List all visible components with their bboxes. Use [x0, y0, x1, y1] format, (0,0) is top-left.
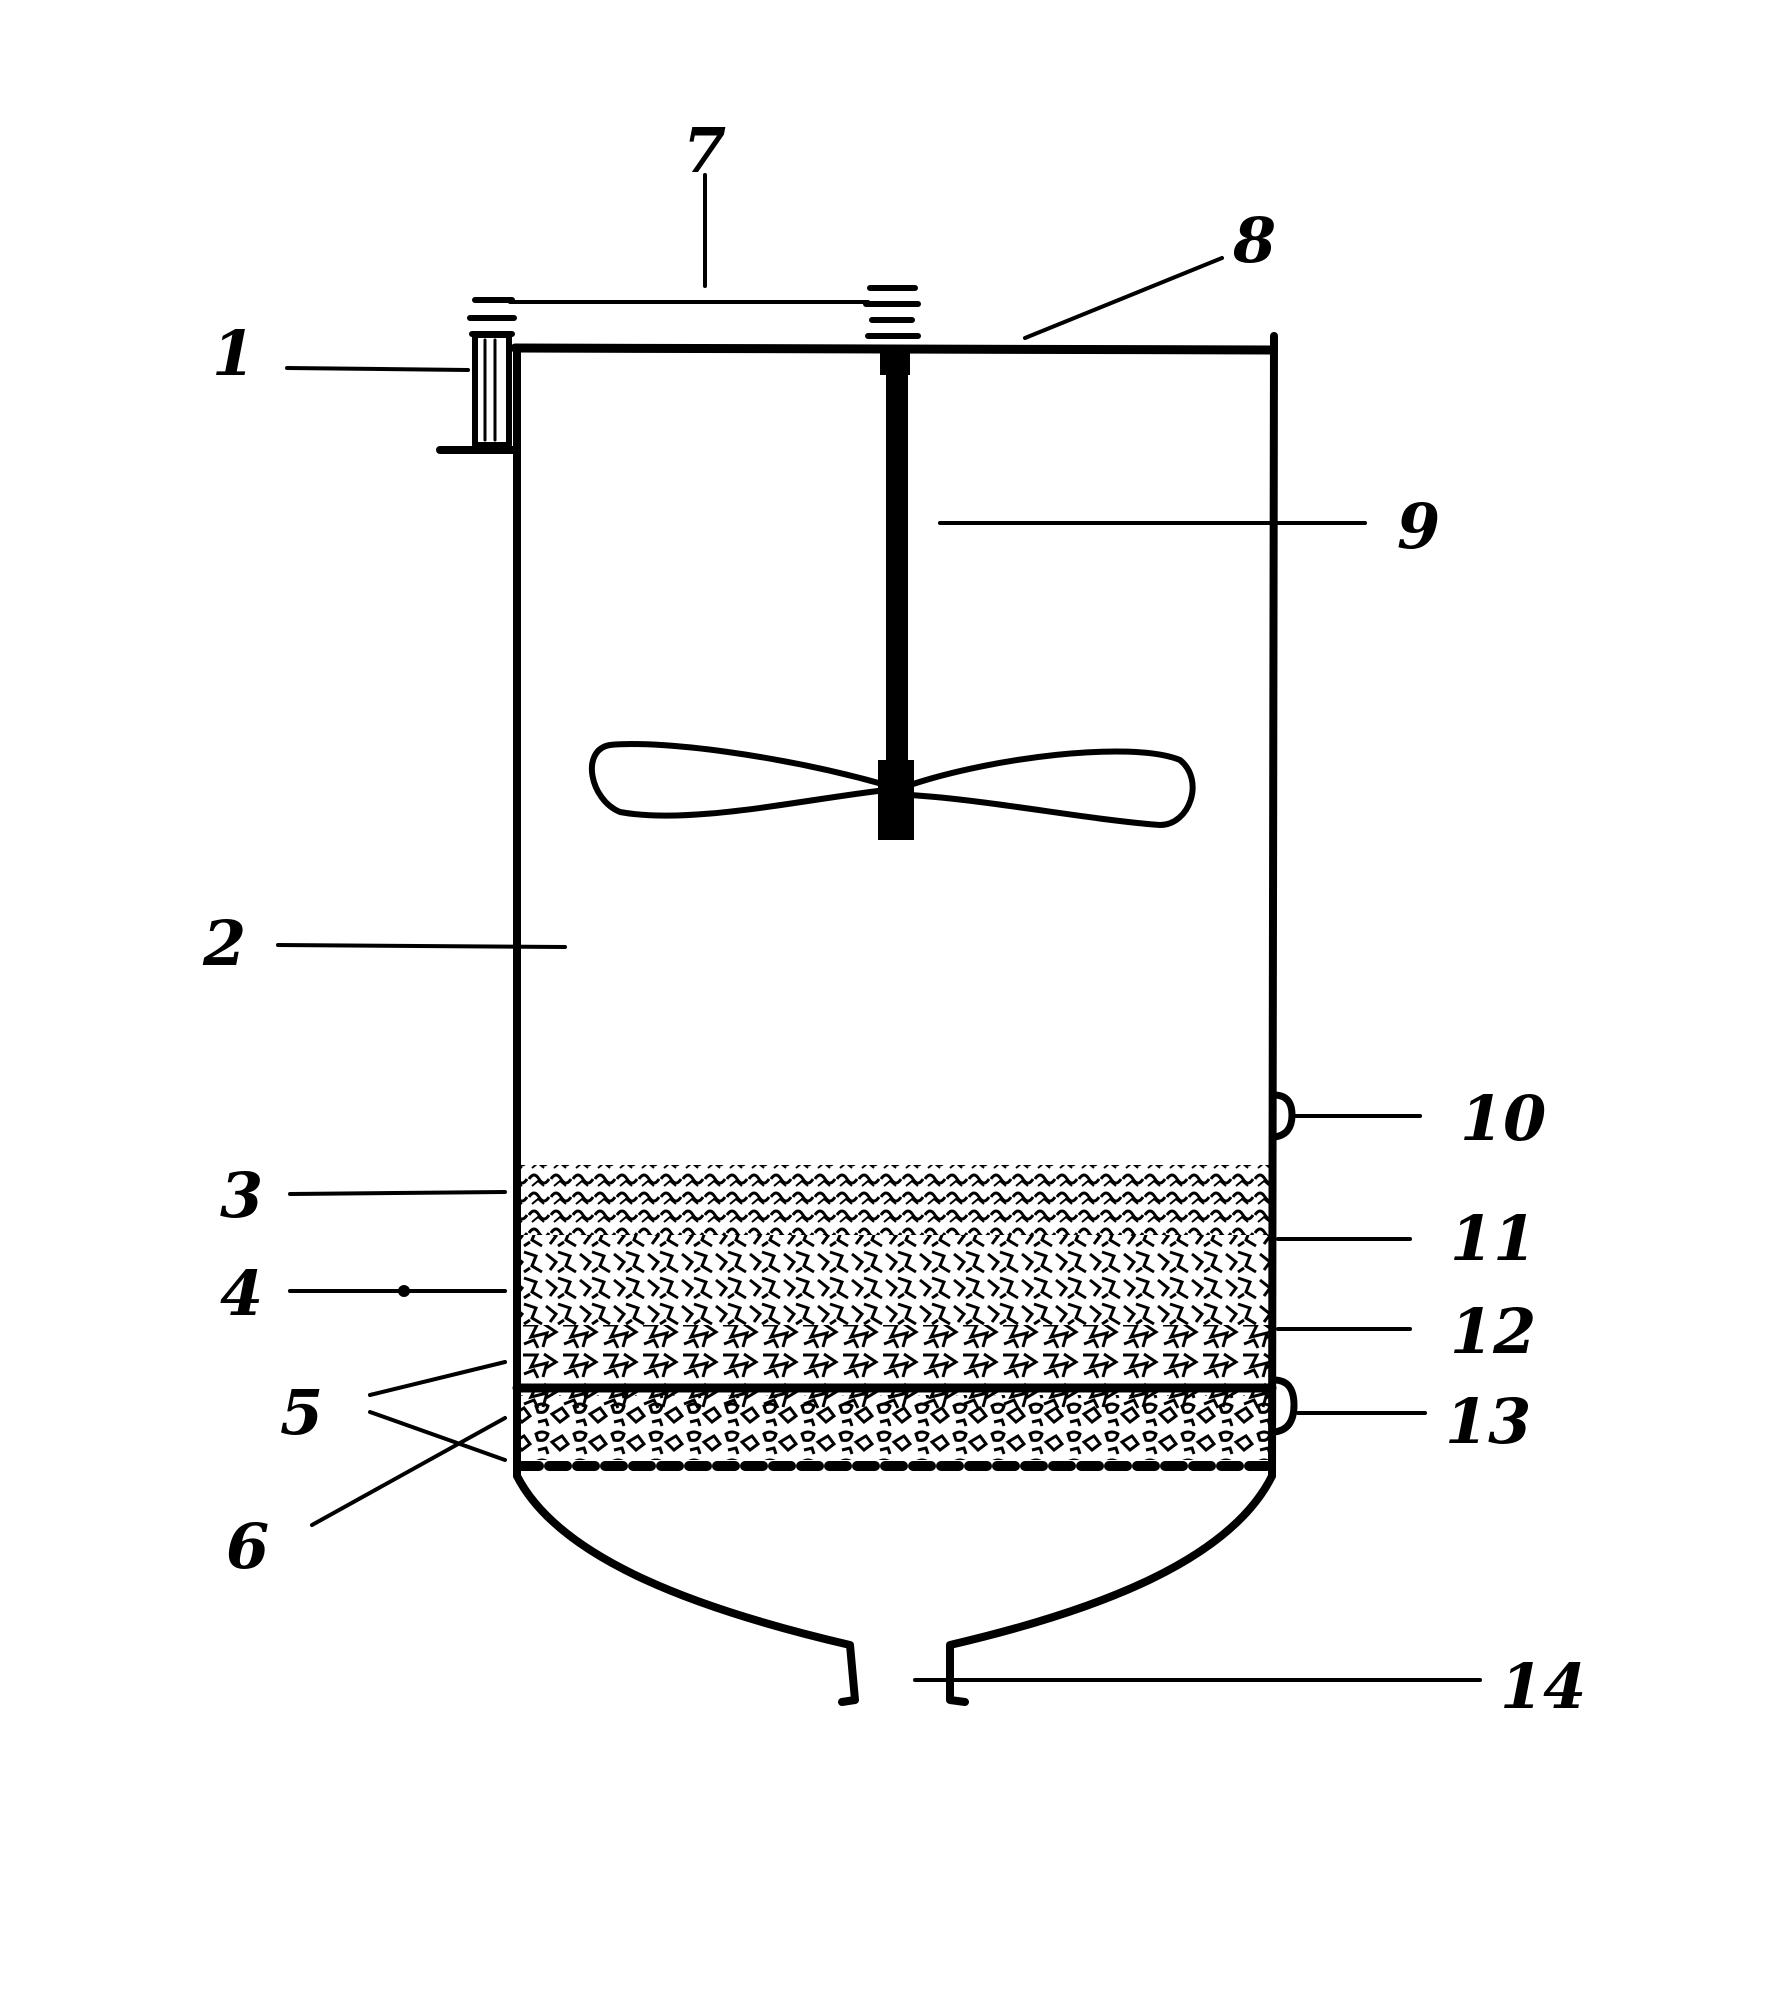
leader-dot-4 [398, 1285, 410, 1297]
label-1: 1 [212, 317, 255, 390]
label-13: 13 [1445, 1385, 1531, 1458]
label-9: 9 [1397, 490, 1440, 563]
label-6: 6 [226, 1510, 269, 1583]
label-10: 10 [1460, 1082, 1546, 1155]
gravel-layer [521, 1395, 1270, 1460]
tank-right-wall [1268, 332, 1278, 1480]
side-port-13 [1270, 1376, 1298, 1436]
leader-lines [276, 173, 1482, 1682]
inlet-pipe [436, 297, 519, 454]
label-4: 4 [220, 1257, 263, 1330]
stirrer-shaft [886, 350, 908, 790]
label-5: 5 [280, 1376, 323, 1449]
label-12: 12 [1450, 1295, 1536, 1368]
side-port-10 [1270, 1091, 1296, 1141]
label-11: 11 [1450, 1202, 1536, 1275]
label-3: 3 [220, 1159, 263, 1232]
label-8: 8 [1232, 204, 1276, 277]
label-14: 14 [1500, 1650, 1586, 1723]
conical-bottom [513, 1472, 859, 1706]
filter-layer-medium [521, 1235, 1270, 1325]
conical-bottom-right [946, 1472, 1276, 1706]
filter-layer-fine [521, 1165, 1270, 1235]
impeller [589, 741, 1196, 840]
label-7: 7 [683, 114, 726, 187]
label-2: 2 [202, 907, 246, 980]
